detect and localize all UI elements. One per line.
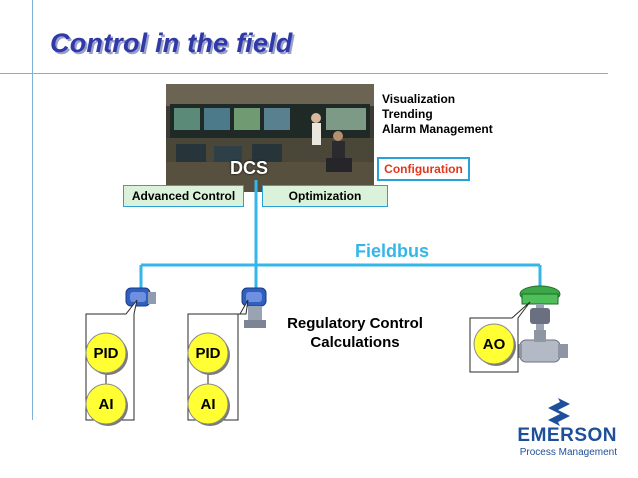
device-1-pid-label: PID bbox=[93, 345, 118, 362]
dcs-functions: Visualization Trending Alarm Management bbox=[382, 92, 493, 137]
fieldbus-label: Fieldbus bbox=[355, 241, 430, 261]
function-trending: Trending bbox=[382, 107, 433, 121]
left-rule bbox=[32, 0, 33, 420]
device-1-ai-label: AI bbox=[99, 396, 114, 413]
device-1-ai-block: AI bbox=[85, 383, 128, 426]
device-3-ao-label: AO bbox=[483, 336, 506, 353]
process-management-text: Process Management bbox=[519, 447, 617, 458]
device-3-ao-block: AO bbox=[473, 323, 516, 366]
emerson-wordmark: EMERSON bbox=[517, 425, 617, 446]
regulatory-control-line-1: Regulatory Control bbox=[287, 315, 423, 332]
dcs-label: DCS bbox=[230, 158, 269, 178]
transmitter-1-icon bbox=[125, 287, 156, 307]
regulatory-control-line-2: Calculations bbox=[310, 334, 400, 351]
optimization-box: Optimization bbox=[262, 185, 388, 207]
emerson-logo-icon bbox=[548, 398, 570, 426]
function-alarm-management: Alarm Management bbox=[382, 122, 493, 136]
header-rule bbox=[0, 73, 608, 74]
device-2-ai-block: AI bbox=[187, 383, 230, 426]
advanced-control-box: Advanced Control bbox=[123, 185, 244, 207]
device-2-ai-label: AI bbox=[201, 396, 216, 413]
function-visualization: Visualization bbox=[382, 92, 456, 106]
device-1-pid-block: PID bbox=[85, 332, 128, 375]
control-valve-icon bbox=[512, 285, 568, 363]
device-2-pid-label: PID bbox=[195, 345, 220, 362]
page-title: Control in the field bbox=[50, 28, 293, 58]
regulatory-control-text: Regulatory Control Calculations bbox=[280, 314, 430, 352]
configuration-box: Configuration bbox=[377, 157, 470, 181]
device-2-pid-block: PID bbox=[187, 332, 230, 375]
